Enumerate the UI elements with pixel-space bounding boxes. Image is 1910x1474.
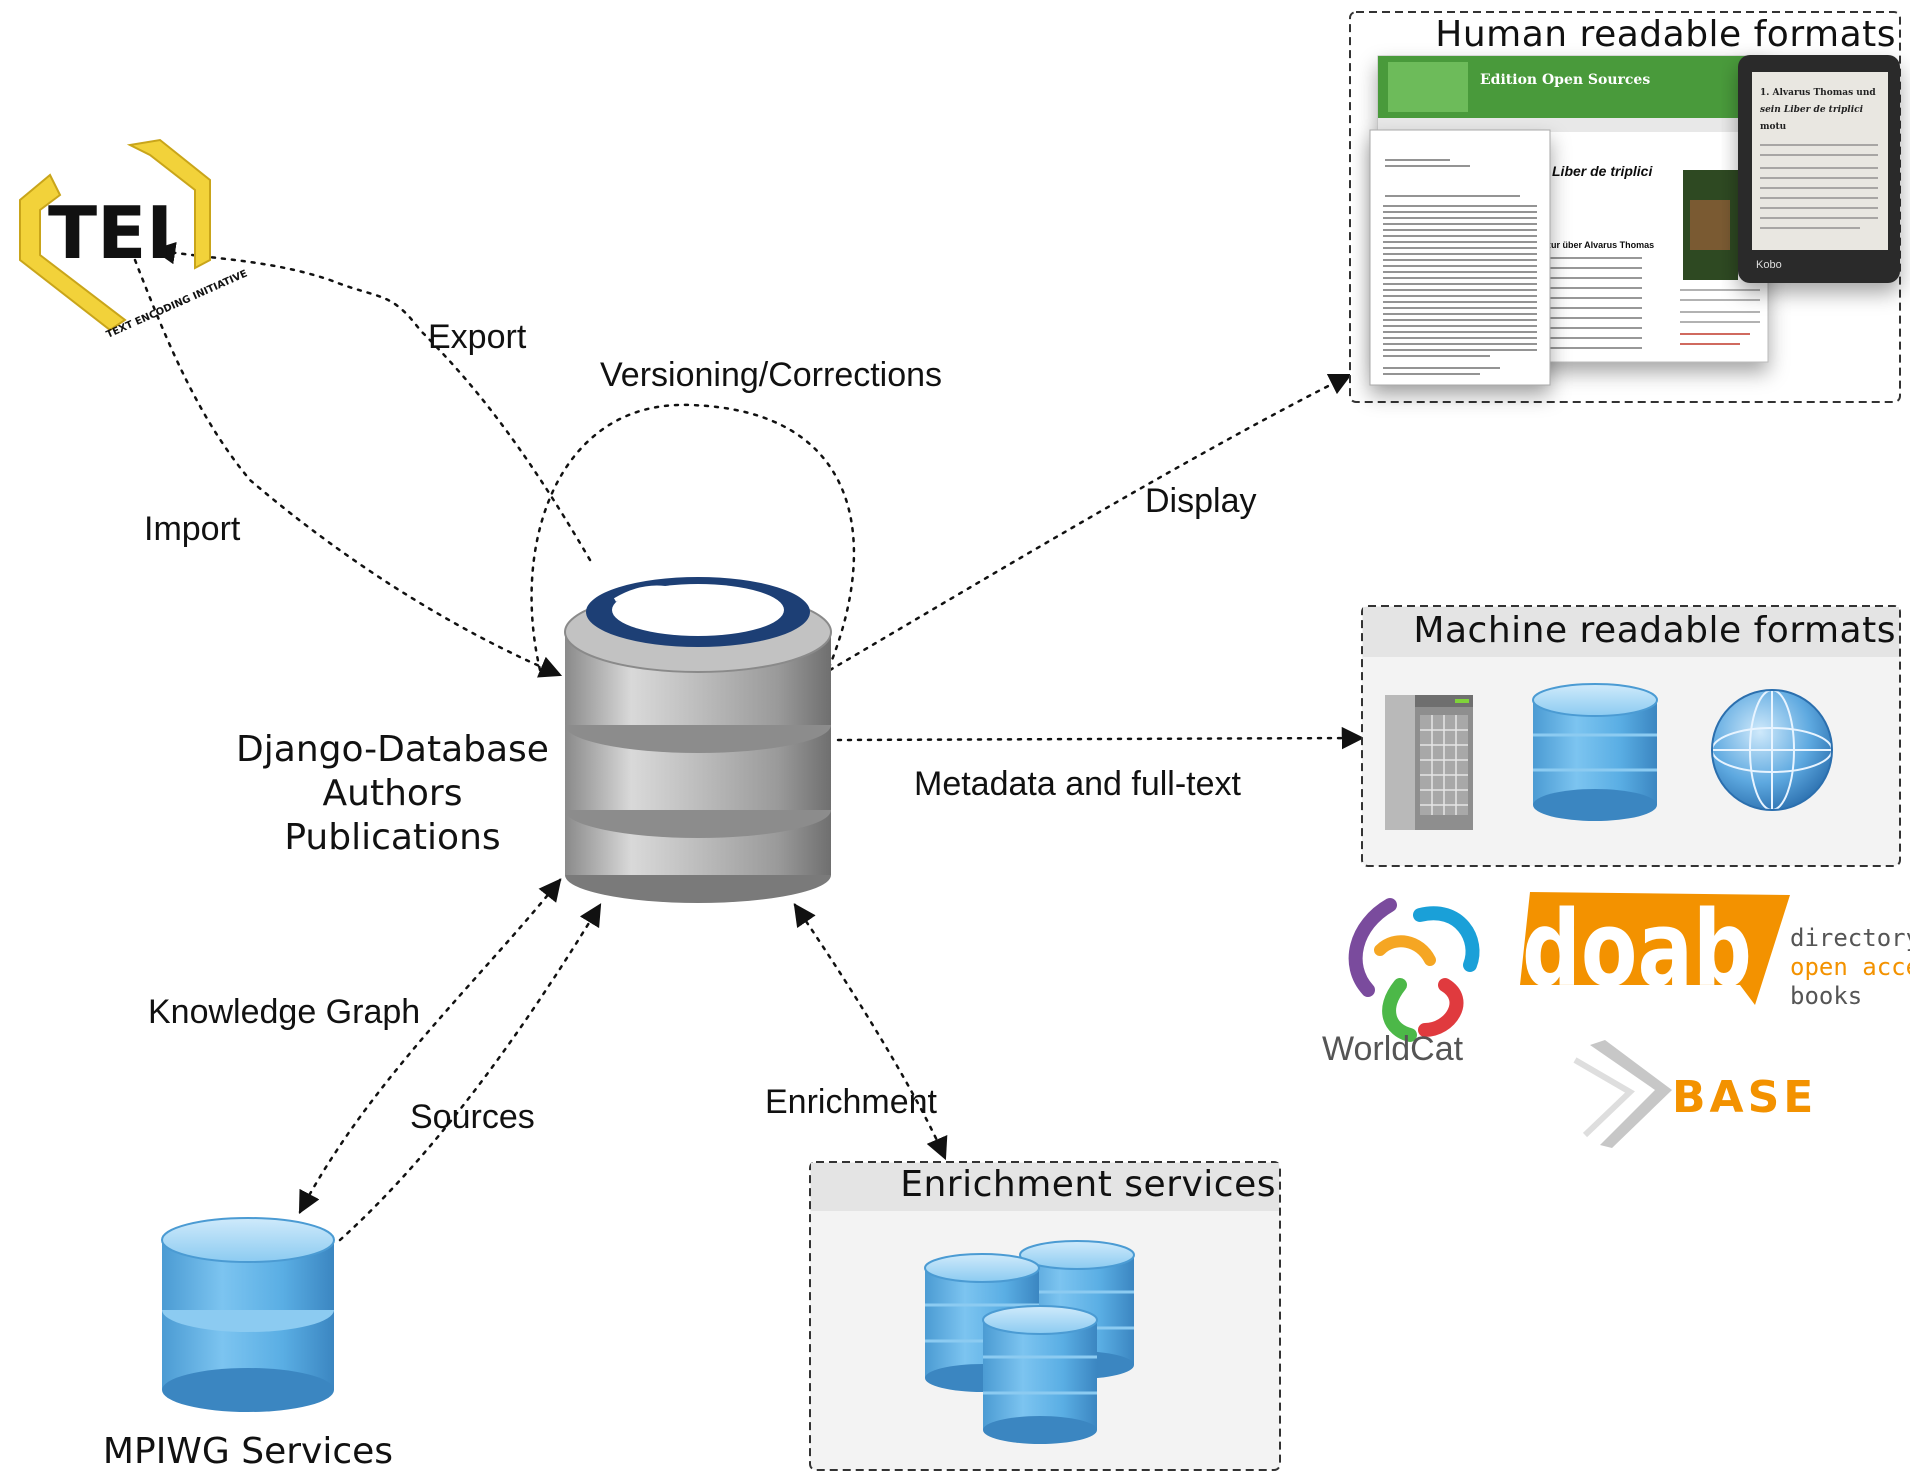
svg-text:Kobo: Kobo: [1756, 259, 1782, 271]
mpiwg-services-caption: MPIWG Services: [102, 1431, 394, 1472]
machine-readable-box-title: Machine readable formats: [1413, 610, 1896, 651]
edge-sources: [338, 903, 602, 1242]
tei-logo: TEI TEXT ENCODING INITIATIVE: [19, 138, 250, 341]
doab-logo: doab directory of open access books: [1520, 888, 1910, 1010]
pdf-page-screenshot: [1369, 129, 1551, 386]
edge-label-versioning: Versioning/Corrections: [600, 356, 943, 394]
svg-text:Edition Open Sources: Edition Open Sources: [1480, 72, 1650, 88]
edge-versioning-loop: [530, 403, 856, 672]
svg-text:open access: open access: [1790, 953, 1910, 981]
edge-label-import: Import: [144, 510, 241, 548]
svg-text:1. Alvarus Thomas und: 1. Alvarus Thomas und: [1760, 88, 1876, 98]
edge-import: [133, 258, 563, 678]
worldcat-logo-text: WorldCat: [1322, 1030, 1464, 1068]
edge-label-sources: Sources: [410, 1098, 535, 1136]
edge-metadata: [836, 726, 1365, 750]
ereader-screenshot: 1. Alvarus Thomas und sein Liber de trip…: [1738, 55, 1900, 283]
worldcat-logo: WorldCat: [1322, 898, 1480, 1068]
edge-label-export: Export: [428, 318, 527, 356]
mpiwg-database-icon: [161, 1217, 335, 1412]
edge-label-enrichment: Enrichment: [765, 1083, 937, 1121]
machine-database-icon: [1532, 683, 1658, 821]
edge-label-display: Display: [1145, 482, 1257, 520]
edge-label-metadata: Metadata and full-text: [914, 765, 1241, 803]
tei-logo-subtext: TEXT ENCODING INITIATIVE: [105, 268, 250, 340]
base-logo: BASE: [1573, 1040, 1817, 1148]
human-readable-box: Edition Open Sources Liber de triplici t…: [1349, 11, 1901, 403]
edge-export: [152, 241, 592, 562]
edge-label-knowledge-graph: Knowledge Graph: [148, 993, 421, 1031]
central-database-caption: Django-Database Authors Publications: [225, 728, 560, 860]
edge-display: [828, 373, 1353, 672]
svg-text:Liber de triplici: Liber de triplici: [1552, 163, 1653, 179]
base-logo-text: BASE: [1672, 1072, 1817, 1123]
human-readable-box-title: Human readable formats: [1435, 14, 1896, 55]
server-icon: [1385, 695, 1473, 830]
tei-logo-text: TEI: [48, 191, 173, 275]
svg-text:directory of: directory of: [1790, 924, 1910, 952]
svg-text:motu: motu: [1760, 122, 1787, 132]
enrichment-services-box-title: Enrichment services: [900, 1164, 1276, 1205]
central-database-line-1: Django-Database: [236, 729, 549, 770]
edge-knowledge-graph[interactable]: [298, 878, 562, 1214]
machine-readable-box: [1361, 605, 1901, 867]
central-database-line-3: Publications: [284, 817, 501, 858]
globe-icon: [1711, 689, 1833, 811]
central-database-line-2: Authors: [322, 773, 463, 814]
svg-text:books: books: [1790, 982, 1862, 1010]
central-database-icon: [564, 577, 832, 903]
doab-logo-text: doab: [1522, 888, 1752, 1010]
enrichment-database-icons: [924, 1240, 1135, 1444]
svg-text:sein Liber de triplici: sein Liber de triplici: [1760, 105, 1864, 115]
svg-text:tur über Alvarus Thomas: tur über Alvarus Thomas: [1548, 240, 1654, 250]
enrichment-services-box: [809, 1161, 1281, 1471]
